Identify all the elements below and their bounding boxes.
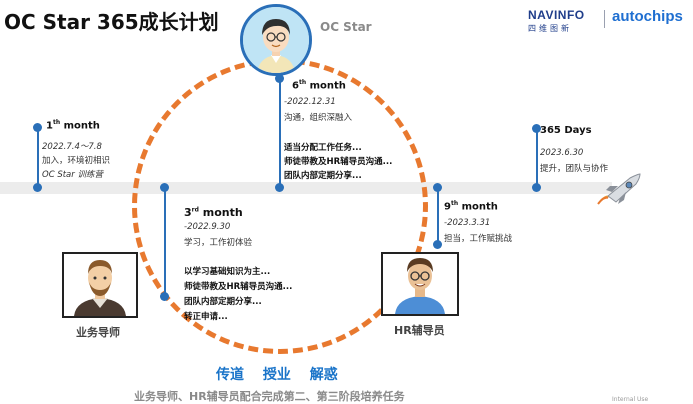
milestone-9-date: -2023.3.31	[444, 218, 491, 228]
mentor-photo	[62, 252, 138, 318]
milestone-9-title: 9th month	[444, 200, 498, 213]
milestone-1-line	[37, 127, 39, 187]
milestone-365-line	[536, 128, 538, 186]
page-title: OC Star 365成长计划	[4, 10, 219, 34]
milestone-6-task: 师徒带教及HR辅导员沟通...	[284, 157, 393, 167]
logo-divider	[604, 10, 605, 28]
milestone-365-date: 2023.6.30	[540, 148, 584, 158]
mentor-label: 业务导师	[76, 326, 120, 339]
milestone-3-date: -2022.9.30	[184, 222, 231, 232]
milestone-6-date: -2022.12.31	[284, 97, 336, 107]
internal-use-label: Internal Use	[612, 396, 649, 403]
navinfo-logo-text: NAVINFO	[528, 8, 585, 22]
milestone-365-desc: 提升，团队与协作	[540, 164, 609, 174]
oc-star-avatar-icon	[243, 7, 309, 73]
milestone-1-date: 2022.7.4～7.8	[42, 142, 102, 152]
milestone-3-task: 团队内部定期分享...	[184, 297, 262, 307]
milestone-6-desc: 沟通，组织深融入	[284, 113, 353, 123]
milestone-9-dot	[433, 240, 442, 249]
bottom-caption: 业务导师、HR辅导员配合完成第二、第三阶段培养任务	[134, 390, 405, 403]
milestone-6-task: 团队内部定期分享...	[284, 171, 362, 181]
milestone-6-base-dot	[275, 183, 284, 192]
mentor-avatar-icon	[64, 254, 136, 316]
milestone-365-base-dot	[532, 183, 541, 192]
navinfo-logo-cn: 四维图新	[528, 24, 572, 33]
milestone-3-line	[164, 187, 166, 295]
milestone-6-task: 适当分配工作任务...	[284, 143, 362, 153]
milestone-365-title: 365 Days	[540, 125, 592, 136]
milestone-6-title: 6th month	[292, 79, 346, 92]
slogan: 传道 授业 解惑	[216, 367, 338, 383]
milestone-3-title: 3rd month	[184, 206, 243, 219]
milestone-9-desc: 担当，工作赋挑战	[444, 234, 513, 244]
navinfo-logo: NAVINFO 四维图新	[528, 8, 600, 34]
milestone-3-task: 以学习基础知识为主...	[184, 267, 271, 277]
milestone-3-dot	[160, 292, 169, 301]
hr-photo	[381, 252, 459, 316]
milestone-9-line	[437, 187, 439, 243]
milestone-1-title: 1th month	[46, 119, 100, 132]
milestone-6-line	[279, 78, 281, 186]
oc-star-caption: OC Star	[320, 20, 372, 34]
milestone-3-task: 师徒带教及HR辅导员沟通...	[184, 282, 293, 292]
hr-avatar-icon	[383, 254, 457, 314]
milestone-3-desc: 学习，工作初体验	[184, 238, 253, 248]
autochips-logo: autochips	[612, 8, 683, 25]
oc-star-avatar	[240, 4, 312, 76]
rocket-icon	[597, 173, 641, 205]
milestone-3-task: 转正申请...	[184, 312, 228, 322]
milestone-1-desc2: OC Star 训练营	[42, 170, 103, 180]
milestone-1-desc: 加入，环境初相识	[42, 156, 111, 166]
hr-label: HR辅导员	[394, 324, 445, 337]
milestone-1-base-dot	[33, 183, 42, 192]
